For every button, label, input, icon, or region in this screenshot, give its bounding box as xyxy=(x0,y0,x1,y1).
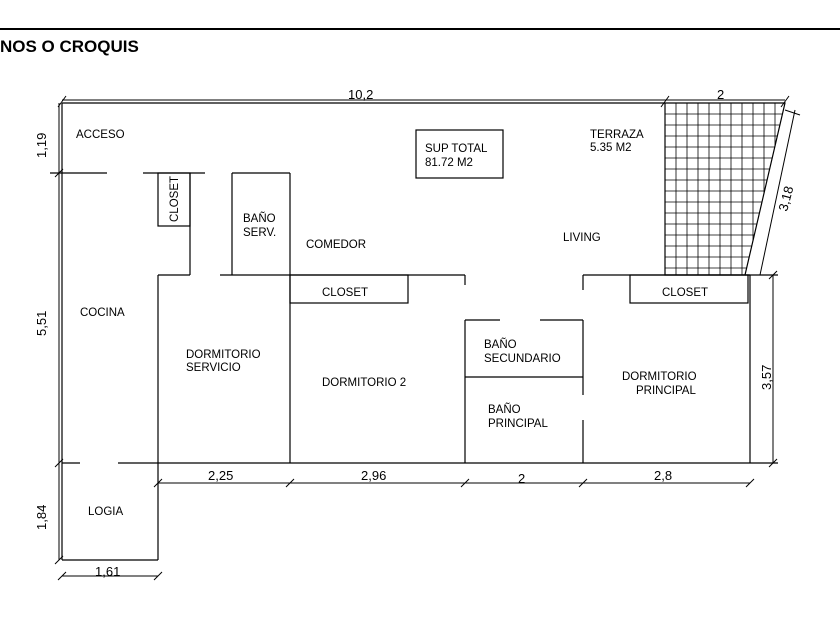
closet-mid-box xyxy=(289,274,409,304)
label-dorm-servicio-2: SERVICIO xyxy=(186,362,241,374)
label-bano-serv-1: BAÑO xyxy=(243,212,276,225)
dim-bottom-serv: 2,25 xyxy=(208,468,233,483)
label-bano-sec-2: SECUNDARIO xyxy=(484,353,561,365)
dim-left-main: 5,51 xyxy=(34,311,49,336)
dim-left-logia: 1,84 xyxy=(34,505,49,530)
dim-right-dorm: 3,57 xyxy=(759,365,774,390)
terrace-hatch xyxy=(665,103,785,275)
label-dorm-2: DORMITORIO 2 xyxy=(322,377,406,389)
header-rule xyxy=(0,28,840,30)
closet-right-box xyxy=(629,274,749,304)
label-closet-vertical: CLOSET xyxy=(169,176,181,222)
exterior-walls xyxy=(61,102,778,561)
value-terraza: 5.35 M2 xyxy=(590,142,632,154)
label-closet-right: CLOSET xyxy=(662,287,708,299)
value-sup-total: 81.72 M2 xyxy=(425,157,473,169)
dim-top-main: 10,2 xyxy=(348,87,373,102)
dimension-lines xyxy=(54,95,790,581)
page-title: NOS O CROQUIS xyxy=(0,37,139,56)
label-sup-total: SUP TOTAL xyxy=(425,143,488,155)
label-cocina: COCINA xyxy=(80,307,125,319)
dim-bottom-dorm2: 2,96 xyxy=(361,468,386,483)
label-bano-sec-1: BAÑO xyxy=(484,338,517,351)
terrace-outline xyxy=(664,102,786,276)
dim-diag-terrace: 3,18 xyxy=(775,184,796,212)
label-dorm-prin-1: DORMITORIO xyxy=(622,371,697,383)
dim-top-terrace: 2 xyxy=(717,87,724,102)
dim-bottom-bano: 2 xyxy=(518,471,525,486)
interior-walls xyxy=(50,172,750,463)
label-comedor: COMEDOR xyxy=(306,239,366,251)
dim-bottom-principal: 2,8 xyxy=(654,468,672,483)
closet-vertical-box xyxy=(157,172,191,227)
dim-bottom-logia: 1,61 xyxy=(95,564,120,579)
label-dorm-prin-2: PRINCIPAL xyxy=(636,385,696,397)
label-logia: LOGIA xyxy=(88,506,123,518)
label-closet-mid: CLOSET xyxy=(322,287,368,299)
label-acceso: ACCESO xyxy=(76,129,125,141)
dim-left-acceso: 1,19 xyxy=(34,133,49,158)
label-bano-prin-1: BAÑO xyxy=(488,403,521,416)
label-living: LIVING xyxy=(563,232,601,244)
label-bano-prin-2: PRINCIPAL xyxy=(488,418,548,430)
label-terraza: TERRAZA xyxy=(590,129,644,141)
terrace-outer-wall xyxy=(759,109,796,276)
label-dorm-servicio-1: DORMITORIO xyxy=(186,349,261,361)
label-bano-serv-2: SERV. xyxy=(243,227,276,239)
sup-total-box xyxy=(415,129,504,179)
